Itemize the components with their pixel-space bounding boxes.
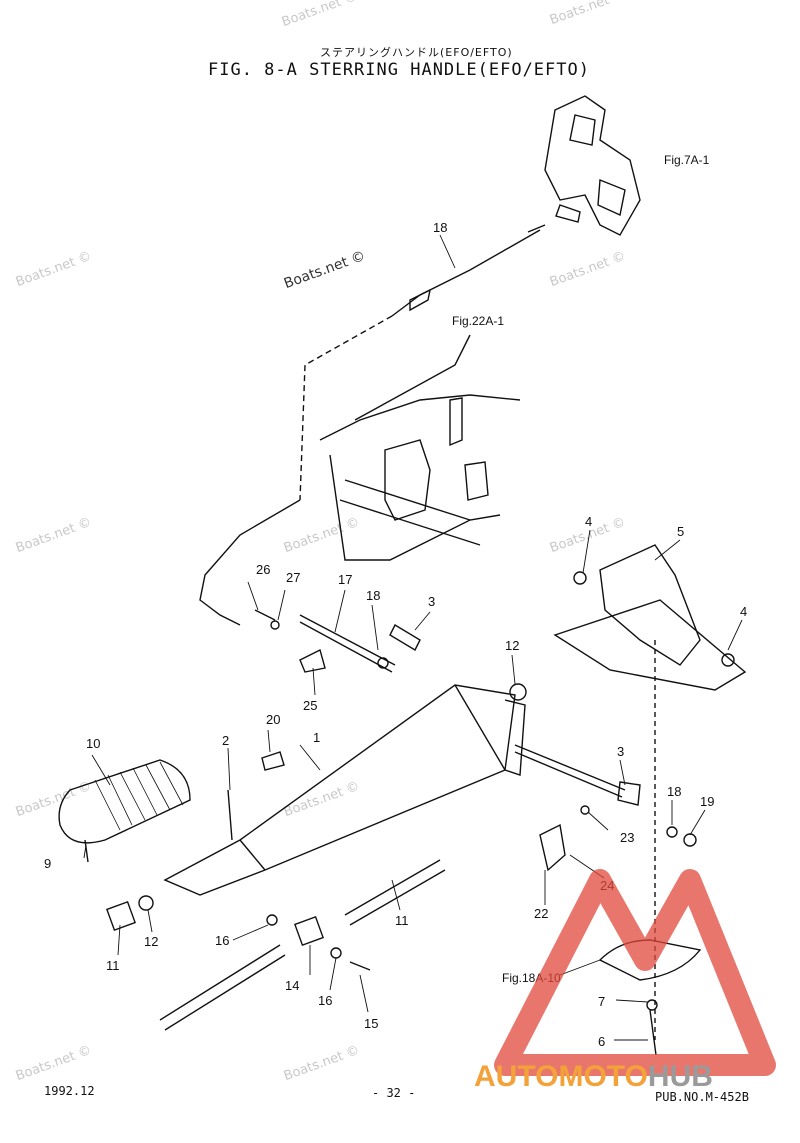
callout-10: 11 xyxy=(395,913,409,928)
callout-12-left: 12 xyxy=(144,934,158,949)
ref-fig7: Fig.7A-1 xyxy=(664,153,710,167)
callout-3-right: 3 xyxy=(617,744,624,759)
pivot-bolt-head xyxy=(617,781,641,806)
callout-27: 27 xyxy=(286,570,300,585)
cowl-bracket xyxy=(384,397,489,521)
pivot-bolt xyxy=(514,744,626,798)
callout-17: 17 xyxy=(338,572,352,587)
callout-12: 12 xyxy=(505,638,519,653)
callout-18-right: 18 xyxy=(667,784,681,799)
cable-lower xyxy=(199,499,301,626)
callout-23: 23 xyxy=(620,830,634,845)
callout-20: 20 xyxy=(266,712,280,727)
fitting xyxy=(389,624,421,651)
plate xyxy=(261,751,285,771)
washer xyxy=(646,999,658,1011)
lower-bolt xyxy=(649,1009,657,1056)
throttle-cable xyxy=(391,229,541,317)
tiller-arm-edge xyxy=(239,684,506,871)
clip xyxy=(299,648,326,673)
callout-19: 19 xyxy=(700,794,714,809)
logo-mark xyxy=(494,869,776,1076)
callout-3: 3 xyxy=(428,594,435,609)
mount-bracket xyxy=(599,544,701,666)
logo-wordmark: AUTOMOTOHUB xyxy=(474,1060,713,1094)
callout-13: 14 xyxy=(285,978,299,993)
callout-8: 10 xyxy=(86,736,100,751)
callout-16: 16 xyxy=(215,933,229,948)
callout-1: 1 xyxy=(313,730,320,745)
washer xyxy=(580,805,590,815)
footer-date: 1992.12 xyxy=(44,1084,95,1098)
callout-22: 22 xyxy=(534,906,548,921)
tiller-socket xyxy=(504,699,526,776)
cable-route xyxy=(299,315,393,501)
logo-triangle xyxy=(494,869,776,1076)
bolt xyxy=(84,839,89,863)
link-lever xyxy=(539,823,566,872)
fig22-leader xyxy=(354,334,471,421)
grip xyxy=(58,759,191,844)
title-japanese: ステアリングハンドル(EFO/EFTO) xyxy=(320,46,513,59)
callout-6: 6 xyxy=(598,1034,605,1049)
callout-7: 7 xyxy=(598,994,605,1009)
ref-fig22: Fig.22A-1 xyxy=(452,314,504,328)
washer xyxy=(573,571,587,585)
callout-25: 25 xyxy=(303,698,317,713)
callout-15: 16 xyxy=(318,993,332,1008)
callout-4-right: 4 xyxy=(740,604,747,619)
logo-word-automoto: AUTOMOTO xyxy=(474,1060,648,1093)
lower-cowl xyxy=(319,394,521,561)
washer xyxy=(377,657,389,669)
bushing xyxy=(509,683,527,701)
nut xyxy=(683,833,697,847)
upper-bracket xyxy=(544,95,641,236)
washer xyxy=(666,826,678,838)
stud xyxy=(227,789,233,841)
figure-title: FIG. 8-A STERRING HANDLE(EFO/EFTO) xyxy=(208,60,590,80)
footer-pub-number: PUB.NO.M-452B xyxy=(655,1090,749,1104)
callout-11: 11 xyxy=(106,958,120,973)
callout-18: 18 xyxy=(366,588,380,603)
upper-bracket-detail xyxy=(555,114,626,223)
logo-word-hub: HUB xyxy=(647,1060,713,1093)
grip-ribs xyxy=(94,761,184,831)
small-bolt xyxy=(254,609,276,621)
callout-5: 5 xyxy=(677,524,684,539)
callout-4: 4 xyxy=(585,514,592,529)
long-bolt xyxy=(299,614,396,673)
screw xyxy=(349,961,371,971)
washer xyxy=(330,947,342,959)
throttle-rod xyxy=(159,944,286,1031)
nut xyxy=(266,914,278,926)
callout-numbers: 18 10 1 2 20 17 18 3 12 4 5 4 3 18 19 23… xyxy=(44,220,747,1049)
collar xyxy=(106,901,136,931)
washer xyxy=(270,620,280,630)
callout-leaders xyxy=(83,234,743,1041)
washer xyxy=(721,653,735,667)
callout-2: 2 xyxy=(222,733,229,748)
callout-9: 9 xyxy=(44,856,51,871)
callout-14: 15 xyxy=(364,1016,378,1031)
connector xyxy=(294,916,324,946)
callout-26: 26 xyxy=(256,562,270,577)
tiller-arm xyxy=(163,684,516,896)
callout-21: 18 xyxy=(433,220,447,235)
throttle-cable-end xyxy=(409,224,546,312)
mount-plate xyxy=(553,599,747,691)
footer-page: - 32 - xyxy=(372,1086,416,1100)
washer xyxy=(138,895,154,911)
shift-rod xyxy=(344,859,446,926)
